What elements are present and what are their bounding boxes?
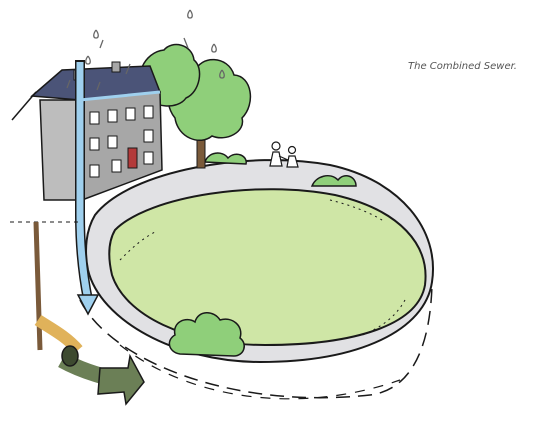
foul-flow — [38, 320, 78, 350]
downpipe-arrow-icon — [78, 295, 98, 314]
caption: The Combined Sewer. — [408, 61, 517, 72]
house-icon — [12, 62, 162, 200]
sewer-flow-arrow-icon — [98, 356, 144, 404]
sewer-pipe-end — [62, 346, 78, 366]
door — [128, 148, 137, 168]
bush-back-left — [205, 153, 246, 164]
soil-pipe — [36, 222, 40, 350]
lawn — [109, 189, 425, 345]
